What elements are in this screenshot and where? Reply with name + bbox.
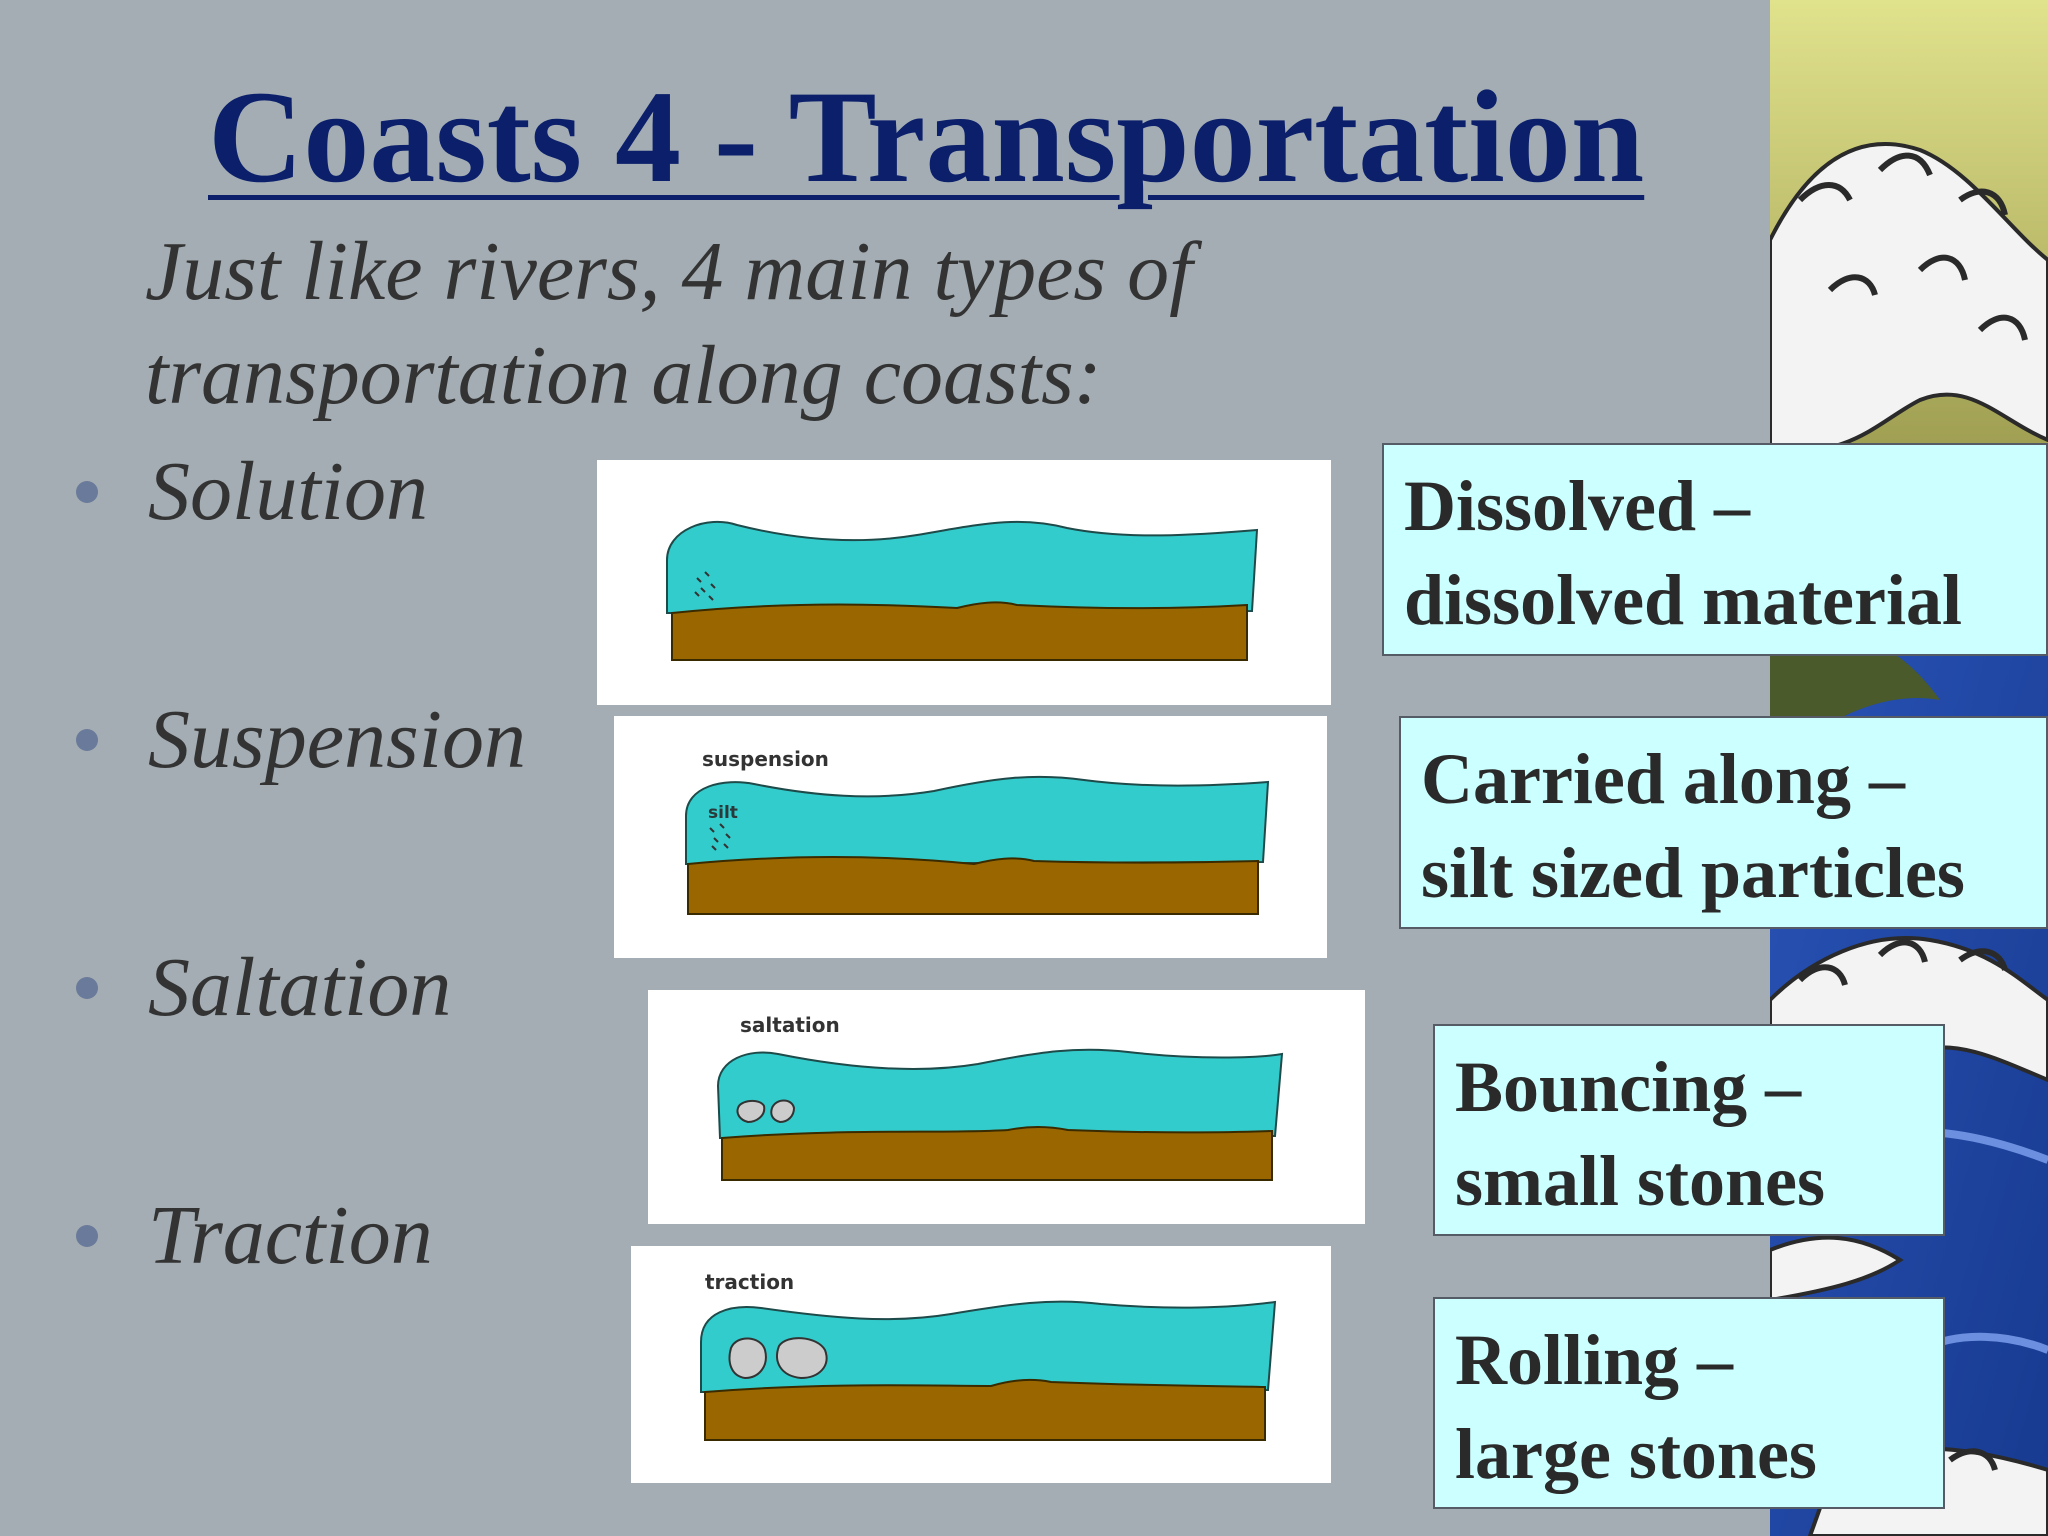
description-traction: Rolling – large stones — [1433, 1297, 1945, 1509]
description-line-2: small stones — [1455, 1141, 1826, 1221]
intro-line-1: Just like rivers, 4 main types of — [145, 225, 1193, 318]
silt-label: silt — [708, 803, 738, 823]
description-line-1: Bouncing – — [1455, 1047, 1802, 1127]
bullet-dot-icon — [76, 729, 98, 751]
small-stone-icon — [736, 1100, 766, 1124]
description-line-2: silt sized particles — [1421, 833, 1965, 913]
diagram-solution — [597, 460, 1331, 705]
intro-line-2: transportation along coasts: — [145, 329, 1102, 422]
seabed-shape — [687, 856, 1259, 915]
bullet-solution: Solution — [72, 437, 592, 547]
diagram-suspension: suspension silt — [614, 716, 1327, 958]
diagram-traction: traction — [631, 1246, 1331, 1483]
seabed-shape — [671, 601, 1248, 661]
dissolved-particles-icon — [694, 571, 716, 601]
silt-particles-icon — [709, 823, 731, 851]
water-shape — [666, 520, 1259, 615]
bullet-dot-icon — [76, 481, 98, 503]
bullet-traction: Traction — [72, 1181, 592, 1291]
diagram-saltation: saltation — [648, 990, 1365, 1224]
seabed-shape — [721, 1126, 1273, 1181]
bullet-suspension: Suspension — [72, 685, 592, 795]
seabed-shape — [704, 1378, 1266, 1441]
diagram-caption: traction — [705, 1270, 794, 1294]
large-stone-icon — [776, 1337, 828, 1380]
description-saltation: Bouncing – small stones — [1433, 1024, 1945, 1236]
water-shape — [700, 1300, 1277, 1394]
diagram-caption: suspension — [702, 747, 829, 771]
bullet-label: Solution — [148, 445, 429, 538]
intro-text: Just like rivers, 4 main types of transp… — [145, 220, 1345, 428]
bullet-saltation: Saltation — [72, 933, 592, 1043]
water-shape — [685, 775, 1270, 866]
bullet-label: Saltation — [148, 941, 452, 1034]
bullet-label: Traction — [148, 1189, 433, 1282]
small-stone-icon — [770, 1099, 796, 1124]
bullet-dot-icon — [76, 977, 98, 999]
description-solution: Dissolved – dissolved material — [1382, 443, 2048, 656]
description-line-1: Carried along – — [1421, 739, 1905, 819]
bullet-label: Suspension — [148, 693, 526, 786]
large-stone-icon — [728, 1337, 767, 1380]
bullet-dot-icon — [76, 1225, 98, 1247]
description-line-2: large stones — [1455, 1414, 1817, 1494]
water-shape — [716, 1048, 1284, 1140]
slide-title: Coasts 4 - Transportation — [208, 63, 1645, 210]
diagram-caption: saltation — [740, 1013, 840, 1037]
description-line-1: Rolling – — [1455, 1320, 1734, 1400]
description-line-1: Dissolved – — [1404, 466, 1751, 546]
description-line-2: dissolved material — [1404, 560, 1962, 640]
description-suspension: Carried along – silt sized particles — [1399, 716, 2048, 929]
